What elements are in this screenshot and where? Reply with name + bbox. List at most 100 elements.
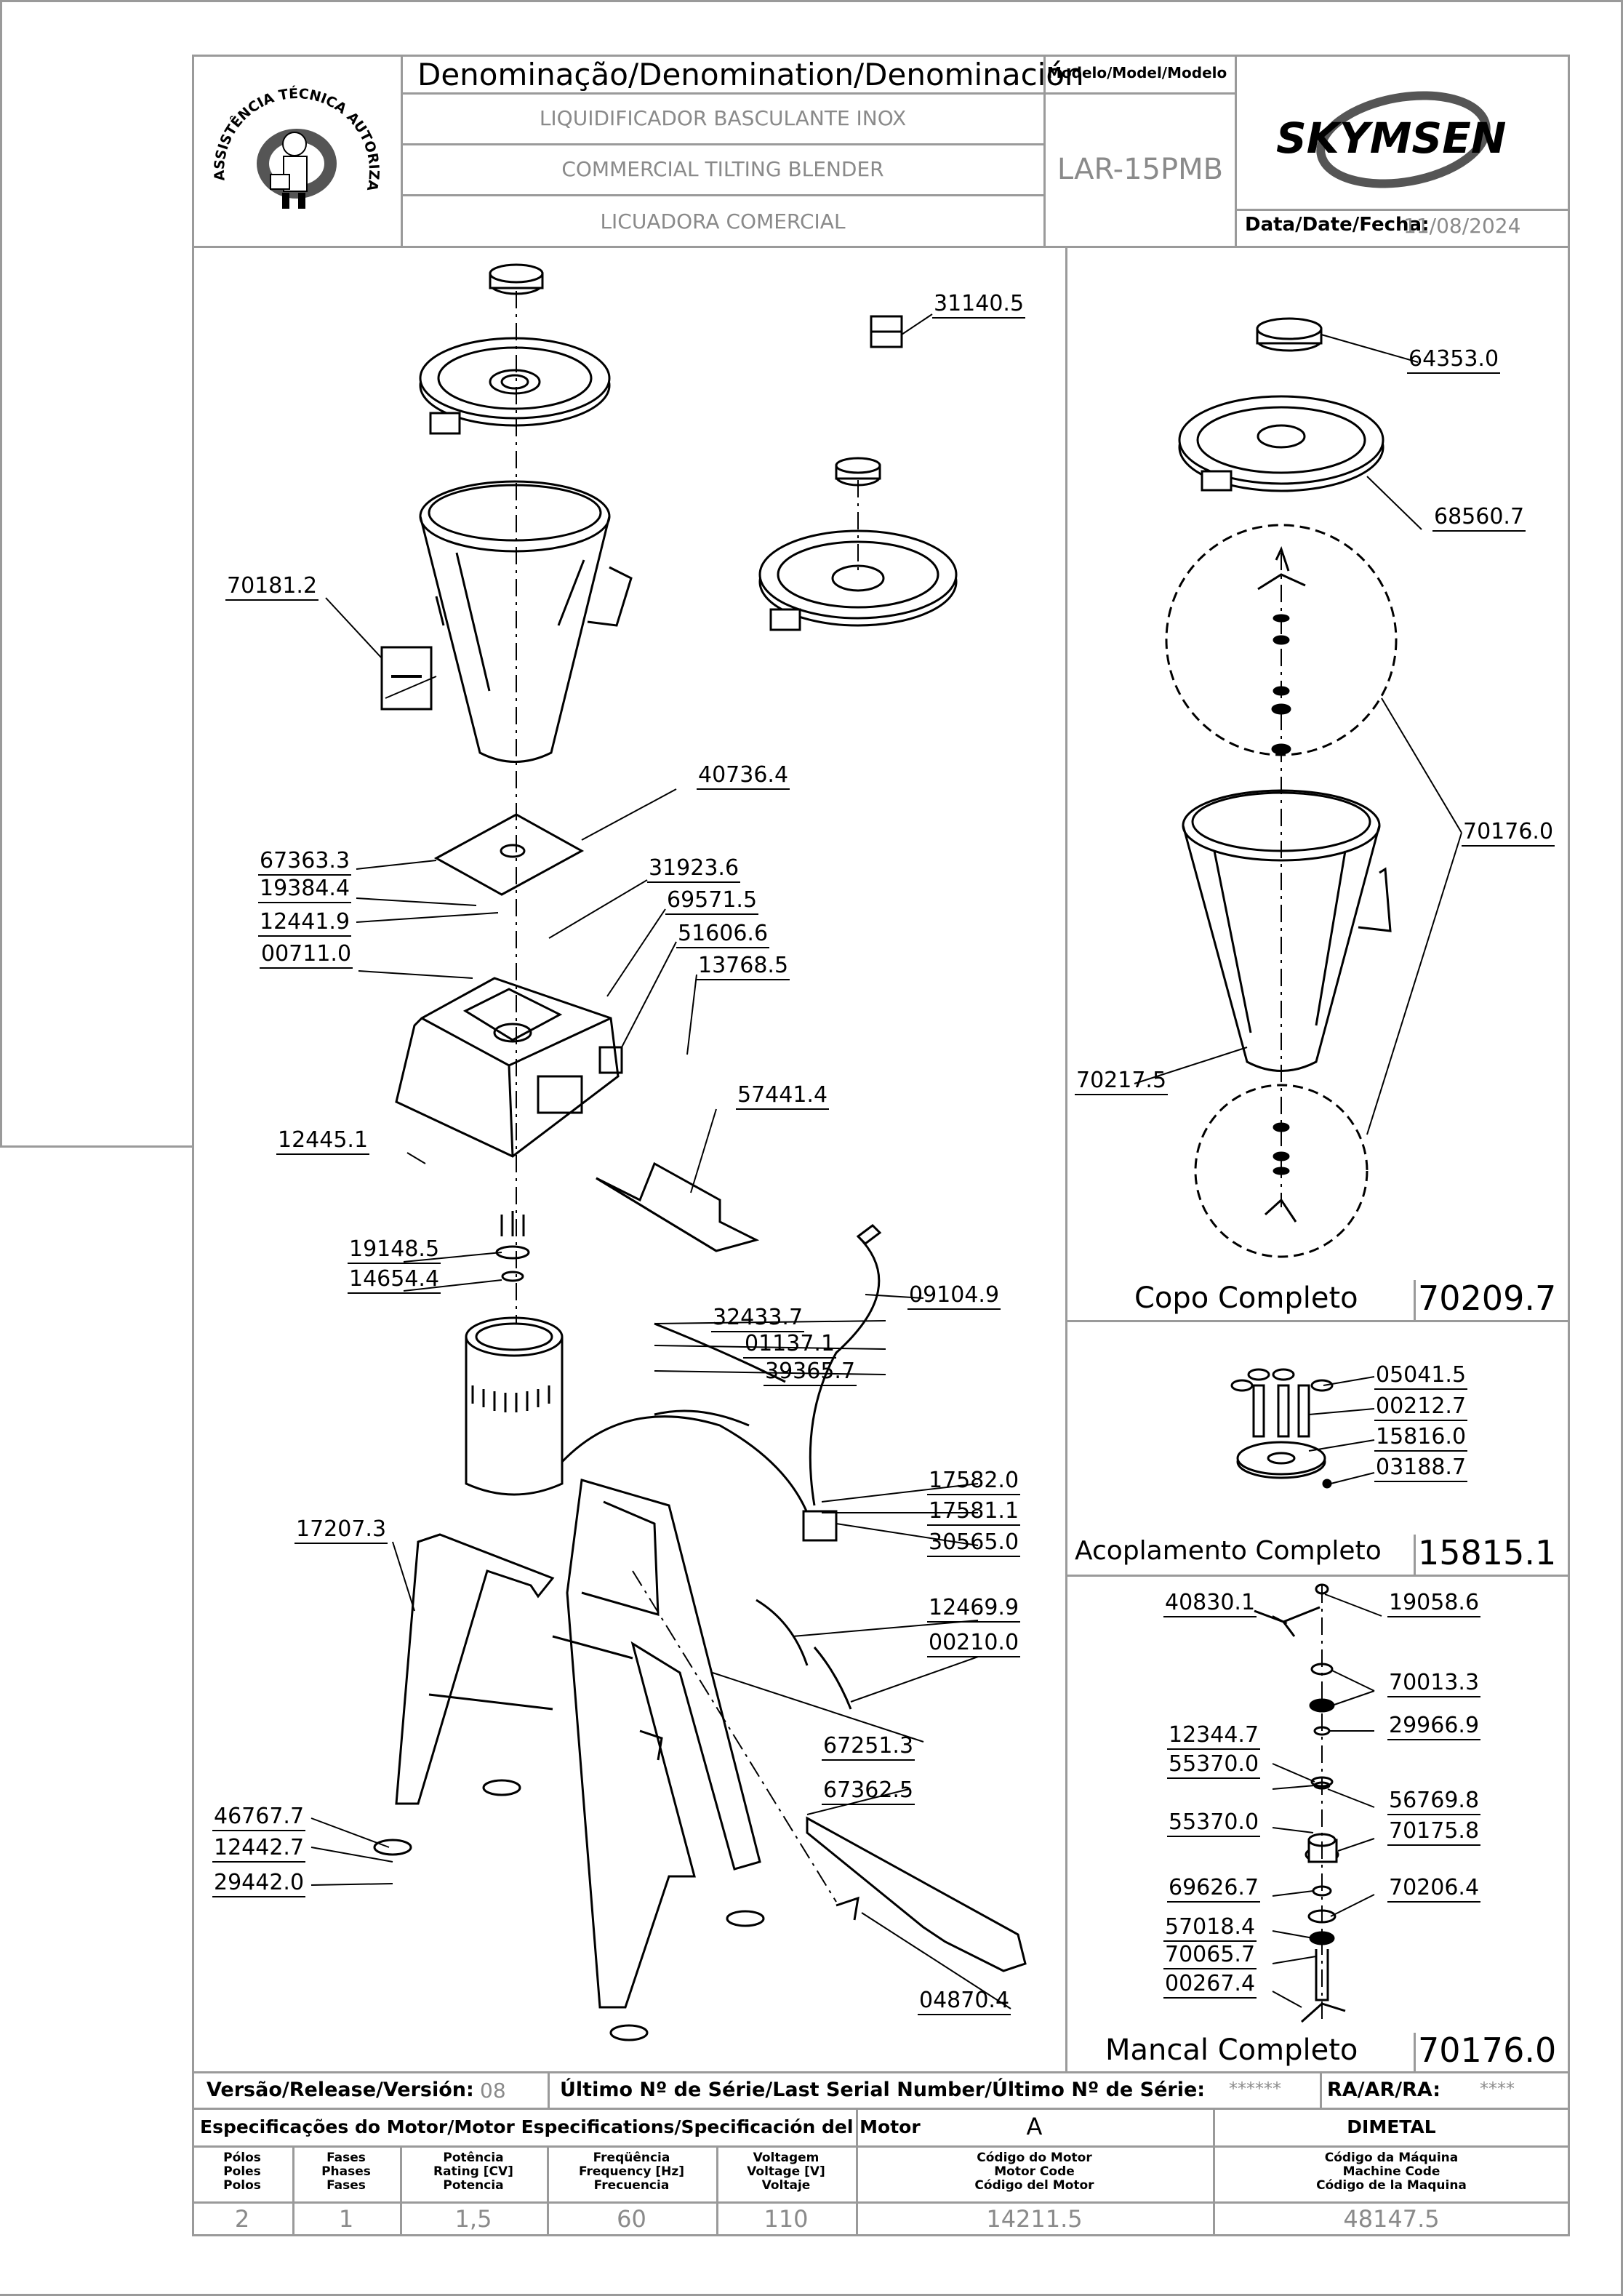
right-column-divider [1065, 246, 1067, 2071]
value-frequency: 60 [617, 2205, 646, 2233]
mancal-part-label: 55370.0 [1167, 1811, 1261, 1837]
model-value: LAR-15PMB [1057, 153, 1224, 186]
copo-title: Copo Completo [1134, 1281, 1358, 1315]
col-a: A [1026, 2113, 1043, 2140]
part-label: 04870.4 [918, 1989, 1011, 2015]
part-label: 67363.3 [258, 849, 352, 876]
copo-part-label: 70176.0 [1462, 820, 1555, 847]
copo-code: 70209.7 [1418, 1279, 1557, 1318]
part-label: 29442.0 [212, 1871, 306, 1897]
part-label: 39365.7 [764, 1360, 857, 1386]
part-label: 69571.5 [665, 889, 759, 915]
header-voltage: Voltagem Voltage [V] Voltaje [747, 2151, 825, 2193]
acoplamento-code: 15815.1 [1418, 1533, 1557, 1572]
acoplamento-part-label: 15816.0 [1374, 1425, 1468, 1452]
sheet-frame [192, 55, 1570, 2236]
value-voltage: 110 [764, 2205, 809, 2233]
part-label: 32433.7 [711, 1306, 805, 1332]
value-motor-code: 14211.5 [986, 2205, 1083, 2233]
part-label: 67251.3 [822, 1735, 915, 1761]
part-label: 00210.0 [927, 1631, 1021, 1657]
date-value: 11/08/2024 [1403, 214, 1521, 238]
part-label: 46767.7 [212, 1805, 306, 1831]
part-label: 19148.5 [348, 1238, 441, 1264]
mancal-title: Mancal Completo [1105, 2033, 1358, 2067]
page-border-left-upper [0, 0, 2, 1145]
date-label: Data/Date/Fecha: [1245, 214, 1430, 236]
page-border-top [0, 0, 1623, 2]
value-potencia: 1,5 [454, 2205, 492, 2233]
mancal-part-label: 19058.6 [1387, 1591, 1481, 1617]
ra-label: RA/AR/RA: [1327, 2079, 1441, 2101]
part-label: 14654.4 [348, 1268, 441, 1294]
part-label: 70181.2 [225, 575, 319, 601]
value-machine-code: 48147.5 [1343, 2205, 1440, 2233]
mancal-part-label: 70013.3 [1387, 1671, 1481, 1697]
header-fases: Fases Phases Fases [321, 2151, 371, 2193]
part-label: 01137.1 [743, 1332, 837, 1359]
name-es: LICUADORA COMERCIAL [600, 209, 846, 233]
acoplamento-title: Acoplamento Completo [1075, 1536, 1382, 1566]
mancal-code: 70176.0 [1418, 2031, 1557, 2070]
page-border-right [1621, 0, 1623, 2296]
part-label: 12442.7 [212, 1836, 306, 1863]
motor-spec-title: Especificações do Motor/Motor Especifica… [200, 2116, 921, 2137]
header-frequency: Freqüência Frequency [Hz] Frecuencia [578, 2151, 685, 2193]
value-polos: 2 [234, 2205, 250, 2233]
part-label: 12441.9 [258, 911, 352, 937]
value-fases: 1 [338, 2205, 354, 2233]
page-border-bottom [0, 2294, 1623, 2296]
svg-text:SKYMSEN: SKYMSEN [1276, 113, 1506, 163]
release-value: 08 [480, 2079, 506, 2103]
part-label: 67362.5 [822, 1779, 915, 1805]
serial-label: Último Nº de Série/Last Serial Number/Úl… [560, 2079, 1206, 2101]
part-label: 17582.0 [927, 1469, 1021, 1495]
part-label: 31923.6 [647, 857, 741, 883]
part-label: 13768.5 [697, 954, 790, 980]
mancal-part-label: 56769.8 [1387, 1789, 1481, 1815]
name-en: COMMERCIAL TILTING BLENDER [561, 157, 884, 181]
copo-part-label: 64353.0 [1407, 348, 1501, 374]
mancal-part-label: 55370.0 [1167, 1753, 1261, 1779]
header-machine-code: Código da Máquina Machine Code Código de… [1316, 2151, 1467, 2193]
mancal-part-label: 70065.7 [1163, 1943, 1257, 1969]
header-potencia: Potência Rating [CV] Potencia [433, 2151, 513, 2193]
mancal-part-label: 00267.4 [1163, 1972, 1257, 1999]
acoplamento-part-label: 03188.7 [1374, 1456, 1468, 1482]
part-label: 19384.4 [258, 877, 352, 903]
skymsen-logo: SKYMSEN [1243, 80, 1563, 196]
copo-part-label: 70217.5 [1075, 1069, 1169, 1095]
mancal-part-label: 70206.4 [1387, 1876, 1481, 1903]
part-label: 12445.1 [276, 1129, 370, 1155]
part-label: 51606.6 [676, 922, 770, 948]
serial-value: ****** [1229, 2079, 1281, 2099]
part-label: 40736.4 [697, 764, 790, 790]
part-label: 17581.1 [927, 1500, 1021, 1526]
part-label: 00711.0 [260, 943, 353, 969]
header-bottom-line [192, 246, 1570, 248]
header-polos: Pólos Poles Polos [223, 2151, 261, 2193]
mancal-part-label: 57018.4 [1163, 1916, 1257, 1942]
copo-part-label: 68560.7 [1432, 505, 1526, 532]
mancal-part-label: 69626.7 [1167, 1876, 1261, 1903]
mancal-part-label: 29966.9 [1387, 1714, 1481, 1740]
mancal-part-label: 12344.7 [1167, 1724, 1261, 1750]
denomination-title: Denominação/Denomination/Denominación [417, 57, 1084, 92]
page-border-left-mid [0, 1145, 192, 1148]
model-title: Modelo/Model/Modelo [1047, 64, 1227, 81]
part-label: 12469.9 [927, 1596, 1021, 1623]
acoplamento-part-label: 00212.7 [1374, 1395, 1468, 1421]
mancal-part-label: 70175.8 [1387, 1820, 1481, 1846]
header-motor-code: Código do Motor Motor Code Código del Mo… [974, 2151, 1094, 2193]
part-label: 57441.4 [736, 1084, 830, 1110]
part-label: 30565.0 [927, 1531, 1021, 1557]
mancal-part-label: 40830.1 [1163, 1591, 1257, 1617]
ra-value: **** [1480, 2079, 1515, 2099]
col-dimetal: DIMETAL [1347, 2116, 1436, 2137]
part-label: 09104.9 [907, 1284, 1001, 1310]
acoplamento-part-label: 05041.5 [1374, 1364, 1468, 1390]
part-label: 31140.5 [932, 292, 1026, 319]
assistencia-tecnica-logo: ASSISTÊNCIA TÉCNICA AUTORIZADA [196, 58, 397, 244]
name-pt: LIQUIDIFICADOR BASCULANTE INOX [539, 106, 907, 130]
